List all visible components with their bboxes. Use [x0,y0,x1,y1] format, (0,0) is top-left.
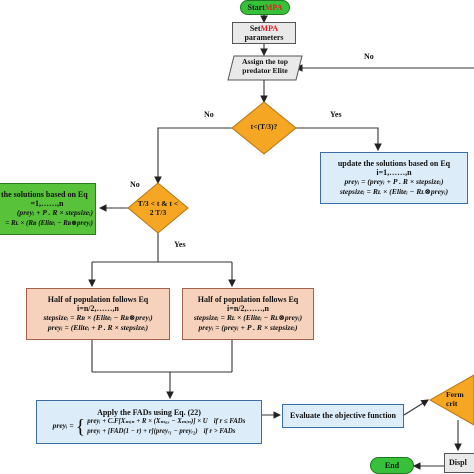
apply-fads-box: Apply the FADs using Eq. (22) preyᵢ = { … [36,400,262,444]
decision1-text: t<(T/3)? [250,122,278,131]
decision-diamond-2 [127,182,189,234]
update-left-title: the solutions based on Eq [1,189,88,199]
update-right-index: i=1,……,n [376,167,412,177]
set-label: Set [249,23,261,33]
start-terminal: Start MPA [240,0,290,15]
parameters-label: parameters [244,33,284,42]
fads-brace: { [75,415,86,438]
start-label: Start [247,2,265,12]
start-accent: MPA [264,2,283,12]
decision3-line2: crit [446,398,458,408]
fads-title: Apply the FADs using Eq. (22) [97,408,201,418]
display-box: Displ [444,453,474,473]
display-text: Displ [449,458,467,468]
evaluate-objective-box: Evaluate the objective function [282,404,404,428]
update-solutions-right-box: update the solutions based on Eq i=1,……,… [320,152,468,204]
decision2-line1: T/3 < t & t < [137,199,179,208]
fads-cond2: if r > FADs [203,427,236,435]
decision2-text: T/3 < t & t < 2 T/3 [132,199,184,217]
half-right-title: Half of population follows Eq [197,294,299,304]
half-population-right-box: Half of population follows Eq i=n/2,……,n… [182,288,314,340]
label-yes-right: Yes [330,110,342,119]
update-right-eq1: preyᵢ = (preyᵢ + P . R × stepsizeᵢ) [344,176,444,186]
assign-text: Assign the top predator Elite [232,57,298,75]
decision2-line2: 2 T/3 [149,207,167,217]
half-left-title: Half of population follows Eq [47,294,149,304]
assign-line1: Assign the top [242,57,288,66]
fads-lhs: preyᵢ = [52,421,74,431]
assign-line2: predator Elite [242,65,288,75]
half-right-index: i=n/2,……,n [227,303,269,313]
half-population-left-box: Half of population follows Eq i=n/2,……,n… [26,288,170,340]
decision3-line1: Ferm [446,390,464,399]
update-right-eq2: stepsizeᵢ = Rʟ × (Eliteᵢ − Rʟ⊗preyᵢ) [339,187,449,197]
end-label: End [384,460,400,470]
decision3-text: Ferm crit [446,390,474,408]
update-left-eq2: = Rʟ × (Rʙ (Eliteᵢ − Rʙ⊗preyᵢ) [5,218,93,227]
label-yes-d2: Yes [174,240,186,249]
update-solutions-left-box: the solutions based on Eq =1,……,n (preyᵢ… [0,183,96,235]
half-right-eq2: preyᵢ = (preyᵢ + P . R × stepsizeᵢ) [198,323,298,333]
fads-cond1: if r ≤ FADs [213,418,246,426]
label-no-top: No [364,52,374,61]
half-right-eq1: stepsizeᵢ = Rʟ × (Eliteᵢ − Rʟ⊗preyᵢ) [193,312,303,322]
fads-case2: preyᵢ + [FAD(1 − r) + r](preyᵣ₁ − preyᵣ₂… [87,427,198,435]
decision-diamond-1 [231,101,297,155]
half-left-eq1: stepsizeᵢ = Rʙ × (Eliteᵢ − Rʙ⊗preyᵢ) [43,312,153,322]
assign-shape [227,55,303,81]
update-left-index: =1,……,n [30,199,64,209]
fads-case1: preyᵢ + C.F[Xₘᵢₙ + R × (Xₘₐₓ − Xₘᵢₙ)] × … [87,418,208,426]
label-no-left: No [204,110,214,119]
half-left-eq2: preyᵢ = (Eliteᵢ + P . R × stepsizeᵢ) [47,323,149,333]
label-no-d2: No [130,180,140,189]
half-left-index: i=n/2,……,n [77,303,119,313]
evaluate-text: Evaluate the objective function [290,411,396,421]
update-left-eq1: (preyᵢ + P . R × stepsizeᵢ) [16,208,93,218]
set-accent: MPA [260,23,279,33]
end-terminal: End [370,457,414,474]
update-right-title: update the solutions based on Eq [337,158,451,168]
set-parameters-box: Set MPA parameters [232,22,296,44]
decision-diamond-3 [428,374,474,426]
